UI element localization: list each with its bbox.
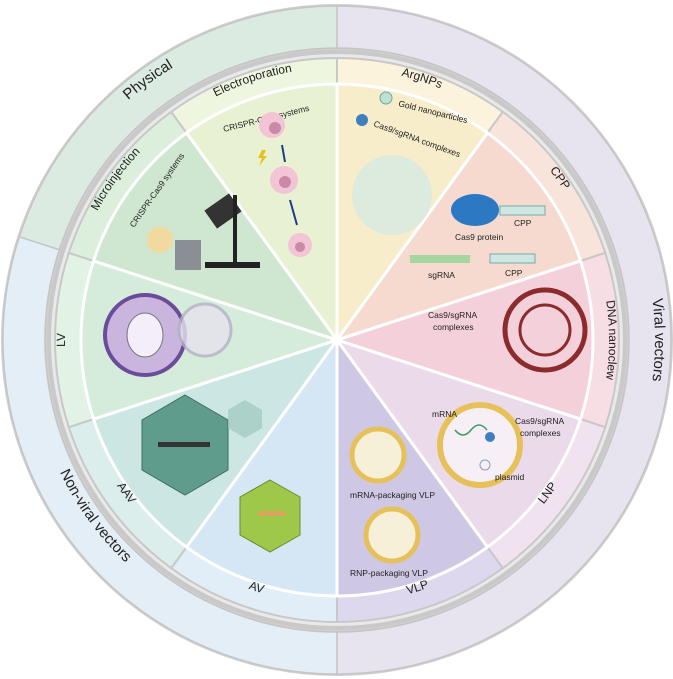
- aav-small-icon: [228, 400, 262, 438]
- nanoclew-icon: [502, 287, 588, 373]
- sector-label-text: VLP: [405, 577, 431, 597]
- sector-label-lv: LV: [54, 333, 68, 347]
- cpp-peptide-icon: [499, 205, 546, 216]
- complex-icon: [485, 432, 495, 442]
- electric-spark-icon: [258, 150, 267, 166]
- cpp-label-1: CPP: [514, 218, 532, 228]
- sector-label-vlp: VLP: [405, 577, 431, 597]
- cas9-protein-icon: [451, 194, 499, 226]
- mrna-label: mRNA: [432, 409, 457, 419]
- cpp-label-2: CPP: [505, 268, 523, 278]
- nucleus-icon: [279, 176, 291, 188]
- viral-core-icon: [126, 312, 164, 358]
- aav-illustration: [141, 394, 262, 496]
- sgrna-icon: [410, 255, 470, 263]
- transgene-icon: [158, 442, 210, 447]
- nanoclew-complex-label-1: Cas9/sgRNA: [428, 310, 477, 320]
- complex-icon: [356, 114, 368, 126]
- sector-label-dna-nanoclew: DNA nanoclew: [603, 299, 620, 381]
- plasmid-label: plasmid: [495, 472, 525, 482]
- nanoclew-inner-icon: [518, 303, 572, 357]
- mrna-vlp-label: mRNA-packaging VLP: [350, 490, 435, 500]
- band-viral-vectors: [336, 5, 672, 675]
- rnp-vlp-icon: [363, 506, 421, 564]
- cpp-peptide-icon: [489, 253, 536, 264]
- mrna-vlp-icon: [349, 426, 407, 484]
- sector-label-text: DNA nanoclew: [603, 299, 620, 381]
- microscope-base-icon: [205, 262, 260, 268]
- plasmid-icon: [479, 459, 491, 471]
- arrow-icon: [289, 199, 298, 226]
- rnp-vlp-label: RNP-packaging VLP: [350, 568, 428, 578]
- lnp-complex-label-2: complexes: [520, 428, 561, 438]
- nucleus-icon: [295, 242, 305, 252]
- cas9-protein-label: Cas9 protein: [455, 232, 503, 242]
- nanoclew-complex-label-2: complexes: [433, 322, 474, 332]
- nanoparticle-cluster-icon: [352, 155, 432, 235]
- injector-icon: [175, 240, 201, 270]
- transgene-icon: [258, 511, 286, 516]
- lnp-complex-label-1: Cas9/sgRNA: [515, 416, 564, 426]
- center-hub: [332, 335, 342, 345]
- lentivirus-faded-icon: [177, 302, 233, 358]
- dna-nanoclew-illustration: Cas9/sgRNA complexes: [428, 287, 588, 373]
- mrna-strand-icon: [454, 424, 488, 436]
- cell-icon: [147, 227, 173, 253]
- sector-label-text: LV: [54, 333, 68, 347]
- sector-label-av: AV: [247, 578, 266, 596]
- sector-label-text: AV: [247, 578, 266, 596]
- lv-illustration: [103, 293, 233, 377]
- lnp-illustration: mRNA Cas9/sgRNA complexes plasmid: [432, 402, 564, 488]
- band-label-text: Viral vectors: [648, 298, 668, 383]
- microscope-icon: [204, 193, 242, 229]
- band-non-viral-vectors: [2, 235, 338, 675]
- lipid-nanoparticle-icon: [437, 402, 523, 488]
- vlp-illustration: mRNA-packaging VLP RNP-packaging VLP: [349, 426, 435, 578]
- arrow-icon: [281, 144, 286, 163]
- sgrna-label: sgRNA: [428, 270, 455, 280]
- av-illustration: [239, 479, 301, 553]
- cpp-illustration: Cas9 protein CPP sgRNA CPP: [410, 194, 546, 280]
- band-label: Viral vectors: [648, 298, 668, 383]
- nucleus-icon: [269, 122, 281, 134]
- gold-nanoparticle-icon: [379, 91, 393, 105]
